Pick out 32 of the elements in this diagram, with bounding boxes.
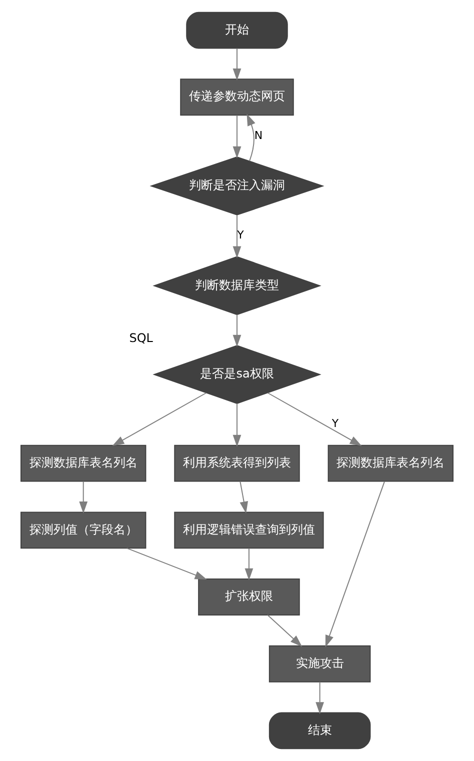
- node-box: 结束: [268, 712, 371, 750]
- arrow: [112, 392, 207, 446]
- node-diamond: 是否是sa权限: [152, 345, 322, 404]
- node-box: 利用逻辑错误查询到列值: [174, 512, 324, 549]
- edge-label: Y: [332, 417, 339, 430]
- arrow: [316, 681, 324, 714]
- arrow: [267, 614, 302, 647]
- node-box: 利用系统表得到列表: [174, 444, 300, 482]
- arrow: [232, 214, 242, 258]
- node-diamond: 判断是否注入漏洞: [150, 156, 324, 216]
- arrow: [232, 114, 242, 158]
- arrow: [267, 392, 362, 446]
- arrow: [244, 548, 254, 580]
- edge-label: Y: [237, 228, 244, 242]
- node-diamond: 判断数据库类型: [152, 256, 322, 316]
- edge-label: N: [254, 128, 263, 142]
- node-label: SQL: [129, 331, 153, 346]
- arrow: [126, 548, 207, 580]
- arrow: [232, 402, 242, 447]
- arrow: [232, 314, 242, 347]
- node-box: 探测数据库表名列名: [328, 444, 454, 482]
- arrow: [246, 114, 256, 162]
- node-box: 实施攻击: [268, 645, 371, 682]
- node-box: 探测列值（字段名）: [20, 512, 146, 549]
- arrow: [232, 48, 242, 80]
- node-box: 传递参数动态网页: [180, 78, 294, 116]
- arrow: [325, 481, 385, 648]
- node-box: 开始: [186, 12, 288, 49]
- arrow: [240, 480, 248, 514]
- arrow: [79, 480, 88, 514]
- node-box: 扩张权限: [198, 578, 300, 616]
- node-box: 探测数据库表名列名: [20, 444, 146, 482]
